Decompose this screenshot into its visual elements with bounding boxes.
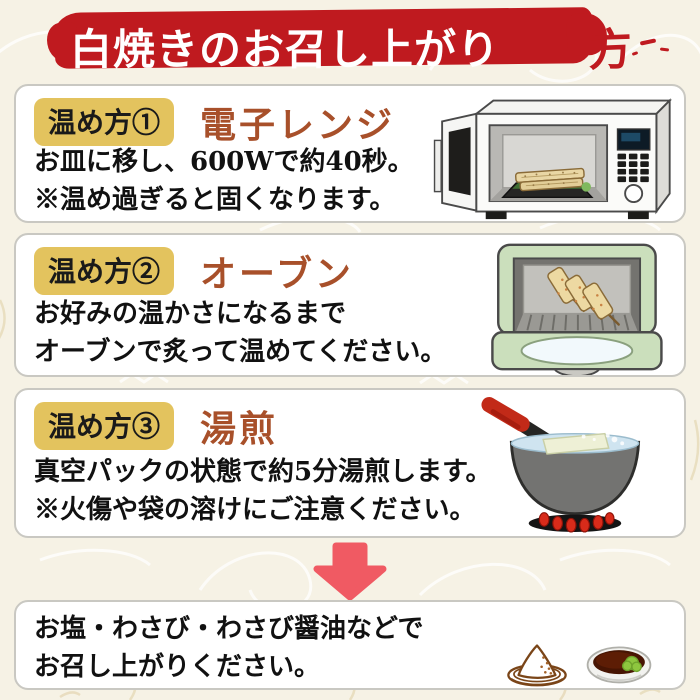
toaster-oven-icon — [491, 243, 663, 375]
boiling-pot-icon — [481, 397, 641, 533]
microwave-icon — [433, 98, 672, 220]
instruction-line: お好みの温かさになるまで — [34, 299, 347, 329]
brush-splatter — [631, 51, 639, 56]
page-title-tail: 方 — [587, 24, 634, 77]
serving-icons — [504, 640, 656, 688]
method-3-heading: 湯煎 — [200, 408, 279, 450]
section-hot-water-bath: 温め方③ 湯煎 真空パックの状態で約5分湯煎します。 ※火傷や袋の溶けにご注意く… — [14, 388, 686, 538]
method-2-heading: オーブン — [200, 253, 354, 295]
page-title: 白焼きのお召し上がり — [70, 25, 501, 74]
method-1-badge: 温め方① — [34, 98, 175, 146]
instruction-line: 真空パックの状態で約5分湯煎します。 — [34, 457, 492, 487]
brush-splatter — [639, 38, 657, 46]
soy-sauce-bowl-icon — [586, 646, 652, 684]
method-2-badge: 温め方② — [34, 247, 175, 295]
down-arrow-icon — [313, 542, 387, 601]
serving-instructions: お塩・わさび・わさび醤油などで お召し上がりください。 — [34, 610, 423, 686]
salt-plate-icon — [507, 644, 567, 687]
section-serving: お塩・わさび・わさび醤油などで お召し上がりください。 — [14, 600, 686, 690]
brush-splatter — [659, 47, 670, 52]
instruction-line: ※火傷や袋の溶けにご注意ください。 — [34, 495, 476, 525]
section-header: 温め方② オーブン — [34, 245, 354, 297]
method-1-instructions: お皿に移し、600Wで約40秒。 ※温め過ぎると固くなります。 — [34, 143, 414, 219]
method-3-instructions: 真空パックの状態で約5分湯煎します。 ※火傷や袋の溶けにご注意ください。 — [34, 453, 492, 529]
instruction-line: オーブンで炙って温めてください。 — [34, 337, 447, 367]
title-banner: 白焼きのお召し上がり 方 — [0, 6, 700, 77]
section-header: 温め方③ 湯煎 — [34, 400, 278, 452]
instruction-line: お召し上がりください。 — [34, 652, 321, 682]
method-3-badge: 温め方③ — [34, 402, 175, 450]
instruction-line: ※温め過ぎると固くなります。 — [34, 185, 396, 215]
section-microwave: 温め方① 電子レンジ お皿に移し、600Wで約40秒。 ※温め過ぎると固くなりま… — [14, 84, 686, 223]
section-header: 温め方① 電子レンジ — [34, 96, 395, 148]
section-oven: 温め方② オーブン お好みの温かさになるまで オーブンで炙って温めてください。 — [14, 233, 686, 377]
instruction-line: お塩・わさび・わさび醤油などで — [34, 614, 424, 644]
instruction-line: お皿に移し、600Wで約40秒。 — [34, 147, 414, 177]
method-1-heading: 電子レンジ — [200, 104, 396, 146]
method-2-instructions: お好みの温かさになるまで オーブンで炙って温めてください。 — [34, 295, 446, 371]
